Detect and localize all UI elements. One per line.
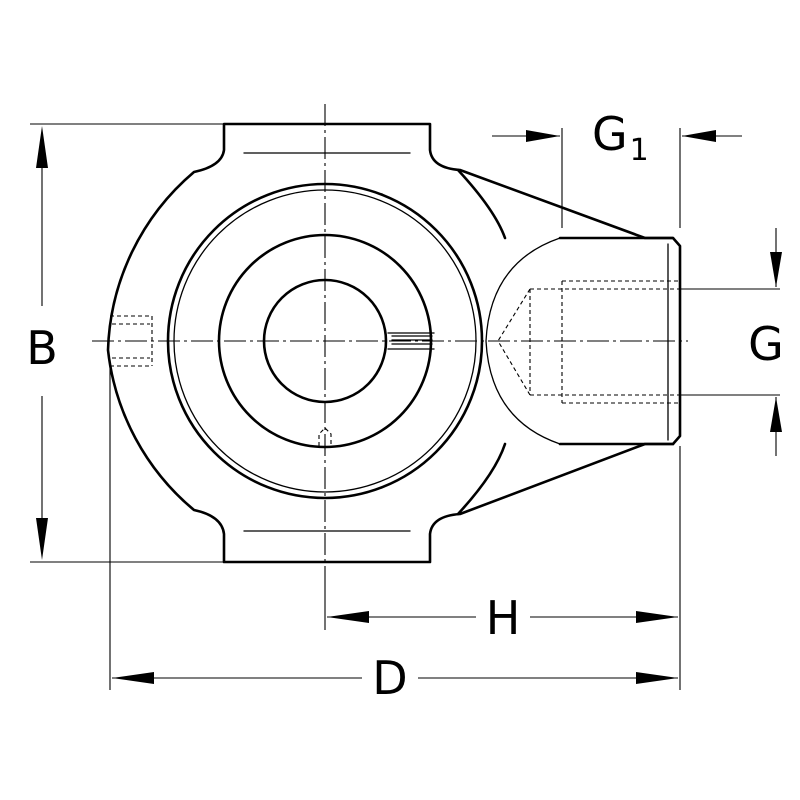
dimension-G1 [492,128,742,228]
label-G1-main: G [592,107,628,161]
shank [456,168,675,516]
label-H: H [486,591,521,645]
label-G: G [748,317,784,371]
dimension-B [30,123,224,563]
dimension-D [109,360,681,690]
pin-hole-hidden [318,427,332,446]
internal-thread-hidden [497,280,680,404]
dimension-H [324,580,678,630]
label-D: D [372,651,407,705]
label-G1-subscript: 1 [630,133,649,168]
lube-hole [387,332,435,350]
dimension-G [680,228,782,456]
label-G1: G1 [592,107,649,168]
label-B: B [26,321,58,375]
housing-outline [106,122,682,564]
